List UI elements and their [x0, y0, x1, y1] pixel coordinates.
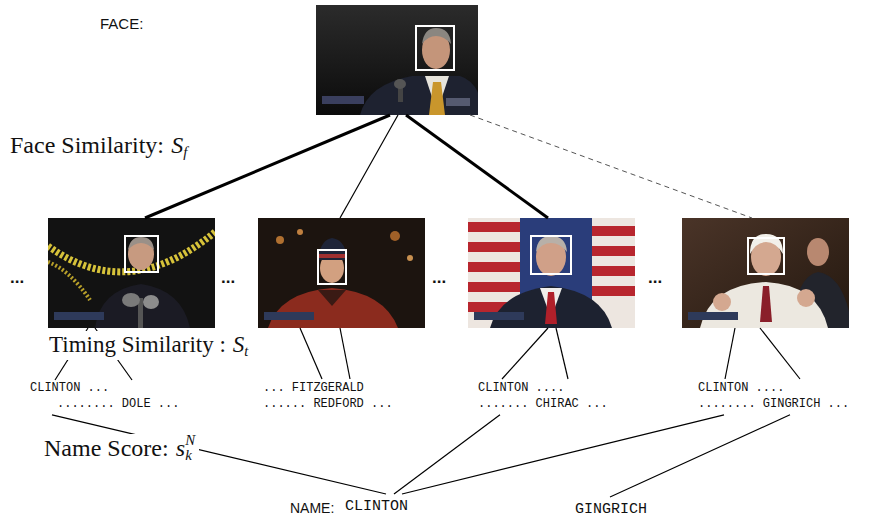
- shot-photo: [48, 218, 215, 328]
- transcript-line: ...... REDFORD ...: [263, 398, 393, 412]
- transcript-line: ........ DOLE ...: [57, 398, 179, 412]
- similarity-link: [402, 415, 724, 494]
- symbol-letter: s: [176, 435, 185, 461]
- similarity-link: [406, 115, 548, 218]
- transcript-line: CLINTON ....: [478, 382, 564, 396]
- shot-photo: [468, 218, 635, 328]
- measure-name: Timing Similarity :: [49, 332, 226, 357]
- ellipsis-mark: ...: [432, 268, 446, 287]
- label-group: Name Score: skN: [42, 434, 199, 464]
- name-text: CLINTON: [345, 498, 408, 515]
- label-group: ...: [10, 268, 24, 288]
- symbol-letter: S: [171, 132, 183, 158]
- symbol-letter: S: [233, 332, 245, 357]
- name-node: GINGRICH: [571, 497, 650, 521]
- transcript-line: ... FITZGERALD: [263, 382, 364, 396]
- face-photo: [316, 5, 478, 115]
- transcript-line: ....... CHIRAC ...: [478, 398, 608, 412]
- label-group: Face Similarity: Sf: [8, 131, 189, 162]
- similarity-link: [394, 415, 500, 494]
- name-node: NAME: CLINTON: [286, 494, 411, 519]
- ellipsis-mark: ...: [648, 268, 662, 287]
- label-group: Timing Similarity : St: [47, 331, 250, 360]
- similarity-link: [610, 415, 790, 497]
- shot-photo: [258, 218, 425, 328]
- candidate-shot: ... FITZGERALD ...... REDFORD ...: [256, 218, 428, 415]
- ellipsis-mark: ...: [221, 268, 235, 287]
- candidate-shot: CLINTON .... ....... CHIRAC ...: [466, 218, 638, 415]
- superscript: N: [185, 432, 195, 448]
- transcript-line: CLINTON ...: [30, 382, 109, 396]
- subscript: k: [185, 447, 192, 463]
- subscript: f: [183, 144, 187, 160]
- measure-name: Name Score:: [44, 435, 169, 461]
- label-group: ...: [432, 268, 446, 288]
- node-heading: NAME:: [290, 500, 334, 516]
- index-pair: kN: [185, 447, 197, 463]
- label-group: ...: [648, 268, 662, 288]
- measure-name: Face Similarity:: [10, 132, 164, 158]
- transcript-line: ........ GINGRICH ...: [698, 398, 849, 412]
- ellipsis-mark: ...: [10, 268, 24, 287]
- candidate-shot: CLINTON ... ........ DOLE ...: [28, 218, 218, 415]
- subscript: t: [244, 343, 248, 359]
- transcript-line: CLINTON ....: [698, 382, 784, 396]
- label-group: ...: [221, 268, 235, 288]
- name-text: GINGRICH: [575, 501, 647, 518]
- similarity-link: [470, 115, 752, 218]
- similarity-link: [340, 115, 398, 218]
- candidate-shot: CLINTON .... ........ GINGRICH ...: [680, 218, 852, 415]
- shot-photo: [682, 218, 849, 328]
- node-heading: FACE:: [100, 15, 143, 32]
- query-face: FACE:: [316, 5, 478, 115]
